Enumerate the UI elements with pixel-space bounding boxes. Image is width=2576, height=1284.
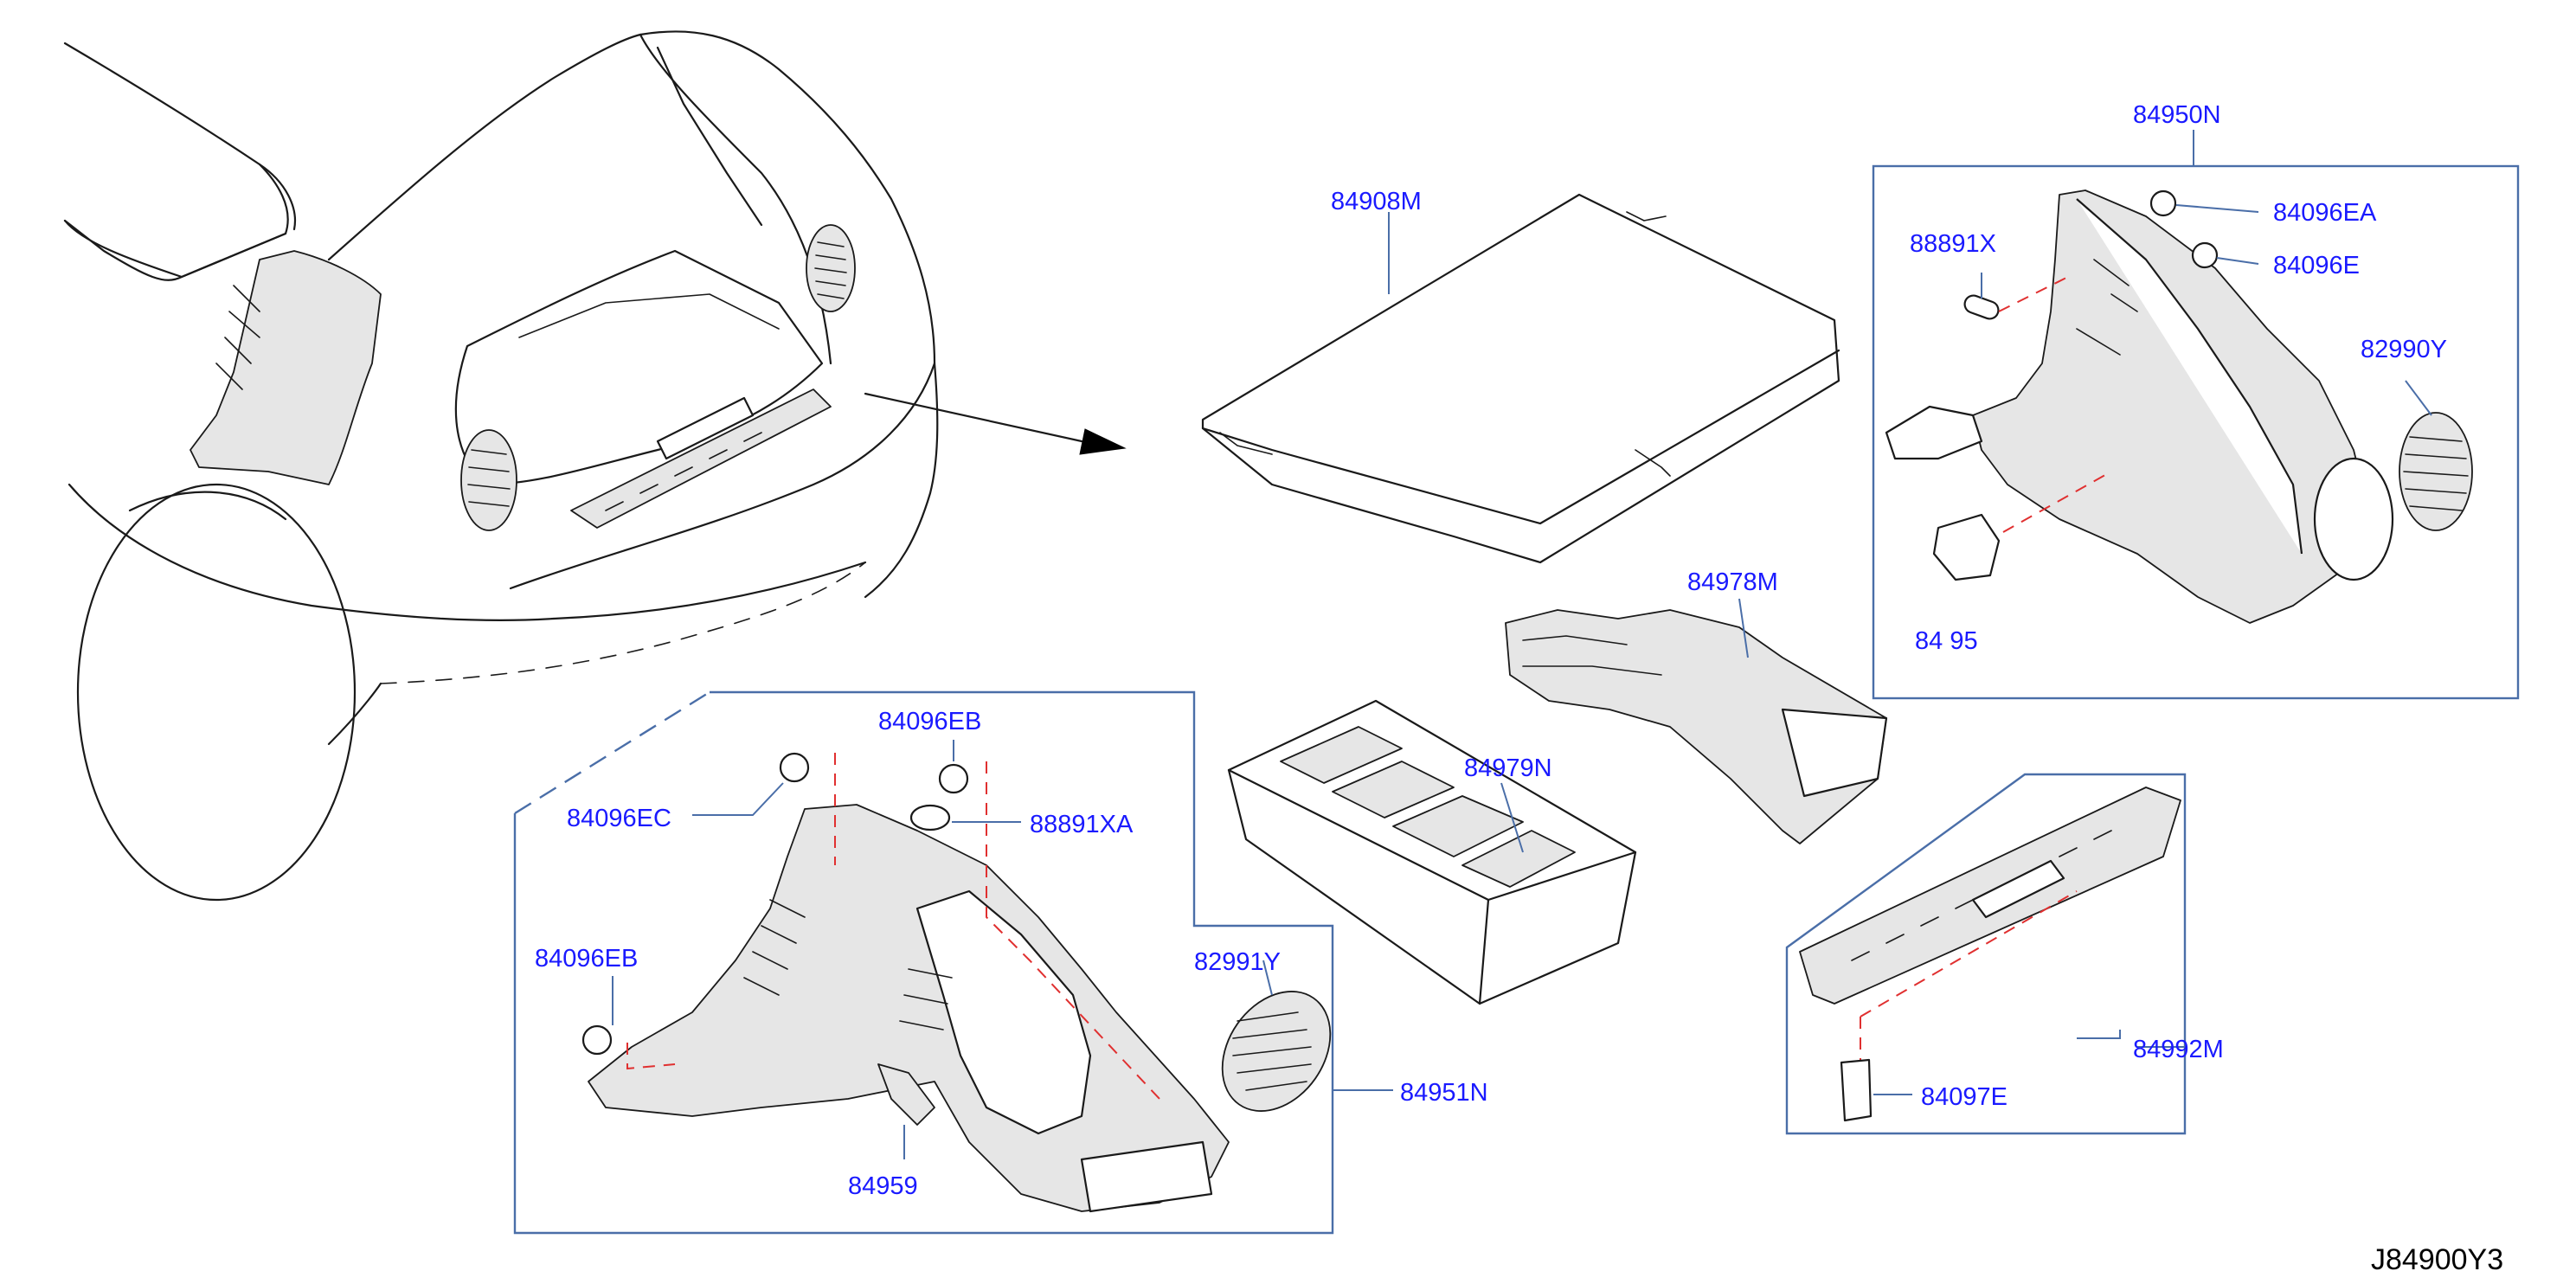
label-82990Y: 82990Y [2361,336,2447,363]
label-84096EA: 84096EA [2273,199,2377,227]
label-84096EB-top: 84096EB [878,708,981,735]
seal-88891X [1963,294,2000,320]
storage-tray-part [1227,699,1637,1005]
frame-84951N [513,690,1334,1235]
frame-84950N [1872,164,2520,700]
label-84096EB-left: 84096EB [535,945,638,973]
label-84951N: 84951N [1400,1079,1488,1107]
clip-84097E [1840,1058,1873,1122]
label-84908M: 84908M [1331,188,1422,215]
callout-labels: 84908M 84950N 84096EA 84096E 88891X 8299… [535,101,2503,1276]
label-84979N: 84979N [1464,754,1552,782]
label-88891X: 88891X [1910,230,1996,258]
label-82991Y: 82991Y [1194,948,1281,976]
clip-84096EC [779,752,810,783]
diagram-reference-code: J84900Y3 [2371,1243,2503,1276]
box-84950N [1872,130,2520,700]
clip-84096EB-top [938,763,969,794]
label-84978M: 84978M [1687,568,1778,596]
label-88891XA: 88891XA [1030,811,1134,838]
label-84992M: 84992M [2133,1036,2224,1063]
frame-84992M [1785,773,2187,1135]
clip-84096EB-left [581,1024,613,1056]
clip-84096E [2191,241,2219,269]
seal-88891XA [909,804,951,831]
label-84950N: 84950N [2133,101,2221,129]
label-84-95-partial: 84 95 [1915,627,1978,655]
cover-pad [1932,513,2001,581]
leader-84978M [1738,598,1749,658]
label-84097E: 84097E [1921,1083,2007,1111]
label-84096E: 84096E [2273,252,2360,279]
floor-support-part [1505,609,1888,844]
box-84992M [1785,773,2187,1135]
box-84951N [513,690,1393,1235]
label-84959: 84959 [848,1172,918,1200]
label-84096EC: 84096EC [567,805,671,832]
floor-board-part [1201,193,1840,564]
vehicle-rear-overview [63,30,1127,902]
leader-84979N [1500,782,1524,853]
clip-84096EA [2149,189,2177,217]
bracket-84959 [877,1063,935,1126]
